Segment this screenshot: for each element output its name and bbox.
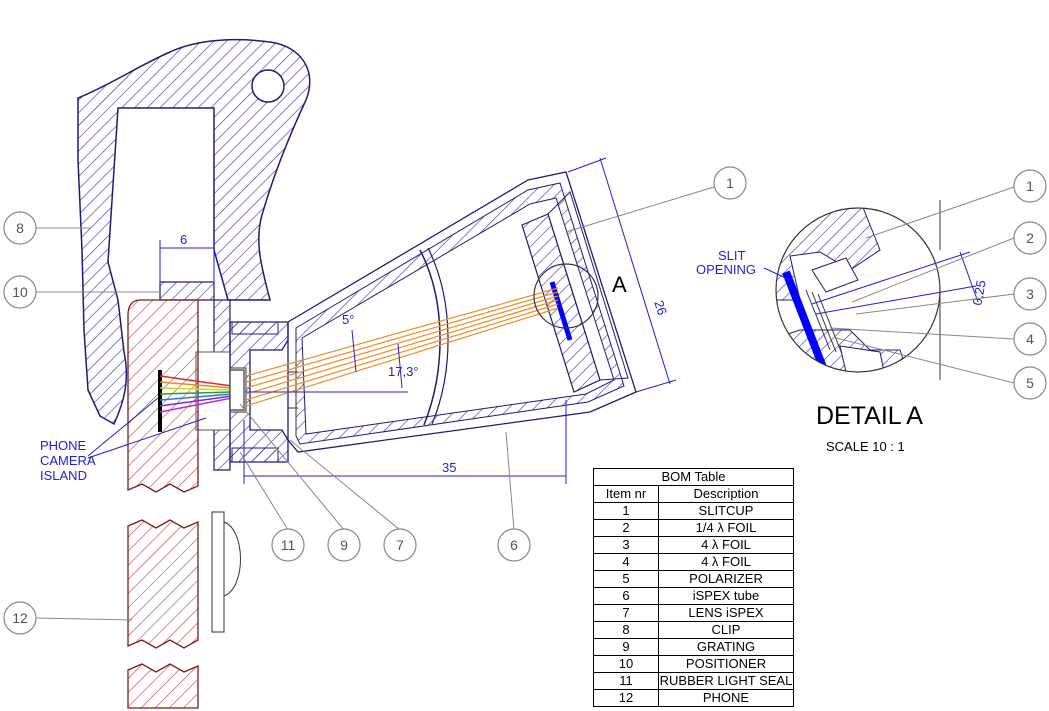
- leader-lines: [35, 186, 1015, 621]
- slit-opening-label: SLIT OPENING: [696, 248, 756, 277]
- balloon-item-1-detail: 1: [1013, 169, 1047, 203]
- svg-text:9: 9: [340, 537, 348, 553]
- balloon-item-4: 4: [1013, 322, 1047, 356]
- bom-header-description: Description: [658, 485, 794, 503]
- svg-text:4: 4: [1026, 331, 1034, 347]
- svg-text:CAMERA: CAMERA: [40, 453, 96, 468]
- svg-text:OPENING: OPENING: [696, 262, 756, 277]
- svg-text:10: 10: [12, 284, 28, 300]
- balloon-item-3: 3: [1013, 277, 1047, 311]
- balloon-item-1-main: 1: [713, 166, 747, 200]
- svg-text:3: 3: [1026, 286, 1034, 302]
- balloon-item-12: 12: [3, 601, 37, 635]
- phone-part: [127, 299, 241, 709]
- spectrum-rays: [159, 375, 233, 413]
- dimension-0-25: 0,25: [969, 279, 988, 307]
- svg-text:11: 11: [281, 537, 296, 553]
- bom-title: BOM Table: [593, 468, 794, 486]
- balloon-item-6: 6: [497, 528, 531, 562]
- detail-a-view: 0,25: [763, 200, 989, 380]
- balloon-item-11: 11: [271, 528, 305, 562]
- svg-text:1: 1: [726, 175, 734, 191]
- light-rays: [245, 287, 559, 407]
- angle-17-3: 17,3°: [388, 364, 419, 379]
- phone-camera-island-label: PHONE CAMERA ISLAND: [40, 397, 207, 483]
- detail-a-scale: SCALE 10 : 1: [826, 439, 905, 454]
- svg-text:2: 2: [1026, 230, 1034, 246]
- svg-text:5: 5: [1026, 375, 1034, 391]
- detail-callout-circle: [533, 263, 599, 329]
- balloon-item-7: 7: [383, 528, 417, 562]
- svg-text:ISLAND: ISLAND: [40, 468, 87, 483]
- svg-text:6: 6: [510, 537, 518, 553]
- balloon-item-10: 10: [3, 275, 37, 309]
- balloon-item-8: 8: [3, 211, 37, 245]
- svg-text:1: 1: [1026, 178, 1034, 194]
- svg-text:12: 12: [12, 610, 28, 626]
- dimension-35: 35: [442, 460, 456, 475]
- detail-callout-letter: A: [612, 272, 627, 297]
- svg-text:8: 8: [16, 220, 24, 236]
- balloon-item-2: 2: [1013, 221, 1047, 255]
- detail-a-title: DETAIL A: [816, 402, 923, 430]
- dimension-6: 6: [180, 232, 187, 247]
- balloon-item-9: 9: [327, 528, 361, 562]
- svg-text:7: 7: [396, 537, 404, 553]
- angle-5: 5°: [342, 312, 354, 327]
- dimension-26: 26: [651, 299, 670, 317]
- bom-header-item: Item nr: [593, 485, 659, 503]
- ispex-tube: [229, 171, 637, 453]
- svg-text:SLIT: SLIT: [718, 248, 746, 263]
- dimensions: [159, 157, 677, 484]
- balloon-item-5: 5: [1013, 366, 1047, 400]
- svg-text:PHONE: PHONE: [40, 438, 87, 453]
